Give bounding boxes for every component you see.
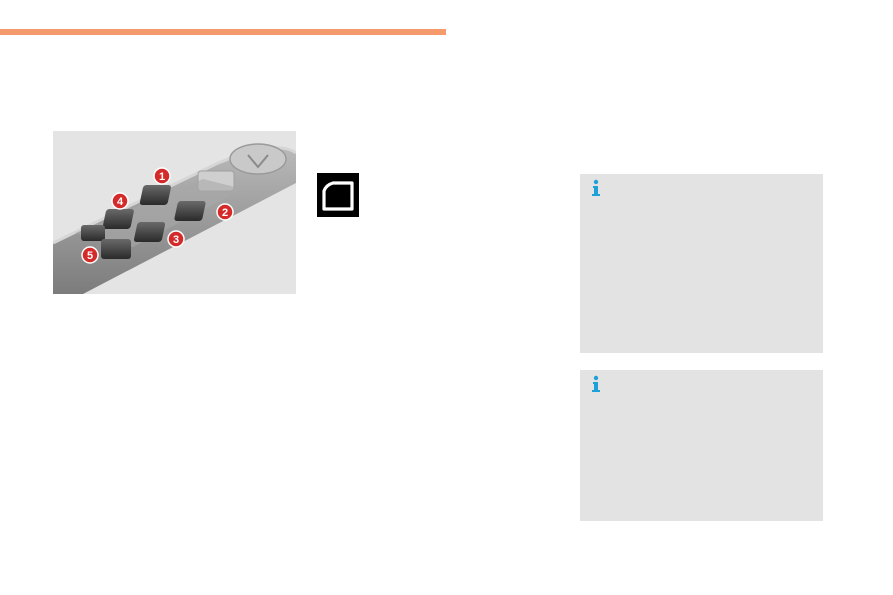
callout-label: 5 — [87, 250, 93, 262]
callout-4: 4 — [111, 192, 129, 210]
switch-button-5 — [81, 225, 131, 259]
window-icon — [317, 173, 359, 217]
info-icon — [590, 375, 602, 393]
callout-1: 1 — [153, 167, 171, 185]
callout-label: 3 — [173, 234, 179, 246]
window-switch-panel-illustration: 1 2 3 4 5 — [53, 131, 296, 294]
switch-button-2 — [174, 201, 206, 221]
info-icon — [590, 179, 602, 197]
section-header-rule — [0, 29, 446, 35]
switch-button-4 — [102, 209, 134, 229]
callout-label: 1 — [159, 171, 165, 183]
callout-label: 4 — [117, 196, 124, 208]
switch-button-1 — [139, 185, 171, 205]
callout-2: 2 — [216, 203, 234, 221]
callout-5: 5 — [81, 246, 99, 264]
callout-label: 2 — [222, 207, 228, 219]
info-note-box-2 — [580, 370, 823, 521]
callout-3: 3 — [167, 230, 185, 248]
info-note-box-1 — [580, 174, 823, 353]
switch-button-3 — [133, 222, 166, 242]
